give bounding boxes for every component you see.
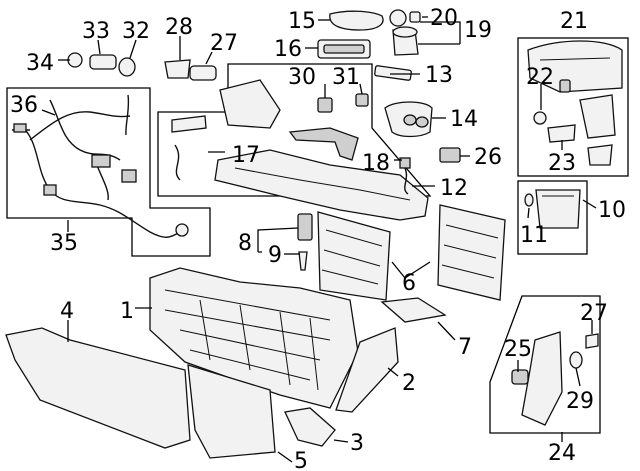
wiring-harness (12, 94, 189, 238)
armrest-kit (527, 40, 623, 166)
callout-33: 33 (82, 19, 110, 44)
callout-8: 8 (238, 231, 252, 256)
frame-storage-bin (517, 180, 588, 255)
callout-25: 25 (504, 337, 532, 362)
callout-31: 31 (332, 65, 360, 90)
callout-29: 29 (566, 389, 594, 414)
callout-17: 17 (232, 143, 260, 168)
callout-2: 2 (402, 371, 416, 396)
callout-19: 19 (464, 18, 492, 43)
console-mat (380, 297, 447, 323)
callout-26: 26 (474, 145, 502, 170)
callout-20: 20 (430, 6, 458, 31)
bracket-small (284, 407, 336, 447)
console-body (149, 267, 359, 409)
callout-16: 16 (274, 37, 302, 62)
callout-35: 35 (50, 231, 78, 256)
callout-3: 3 (350, 431, 364, 456)
bracket-lower (335, 327, 399, 413)
callout-15: 15 (288, 9, 316, 34)
callout-6: 6 (402, 271, 416, 296)
callout-23: 23 (548, 151, 576, 176)
callout-30: 30 (288, 65, 316, 90)
callout-5: 5 (294, 449, 308, 471)
callout-10: 10 (598, 198, 626, 223)
fasteners (67, 52, 217, 81)
storage-bin (524, 189, 581, 229)
callout-28: 28 (165, 15, 193, 40)
cupholder-parts (317, 9, 433, 138)
callout-14: 14 (450, 107, 478, 132)
callout-12: 12 (440, 176, 468, 201)
callout-13: 13 (425, 63, 453, 88)
trim-kit-parts (511, 331, 599, 426)
callout-18: 18 (362, 151, 390, 176)
callout-27-lower: 27 (580, 301, 608, 326)
callout-36: 36 (10, 93, 38, 118)
console-upper-trim (171, 79, 429, 221)
side-panels (297, 204, 506, 301)
callout-labels: 1 2 3 4 5 6 7 8 9 10 11 12 13 14 15 16 1… (10, 6, 626, 471)
callout-9: 9 (268, 243, 282, 268)
front-trim-panel (187, 364, 276, 459)
callout-4: 4 (60, 299, 74, 324)
frame-wiring-harness (6, 87, 211, 257)
callout-27-upper: 27 (210, 31, 238, 56)
leader-lines (41, 16, 597, 463)
frame-armrest-kit (517, 37, 629, 177)
callout-11: 11 (520, 223, 548, 248)
callout-1: 1 (120, 299, 134, 324)
callout-24: 24 (548, 441, 576, 466)
callout-7: 7 (458, 335, 472, 360)
callout-21: 21 (560, 9, 588, 34)
callout-34: 34 (26, 51, 54, 76)
frame-trim-kit (489, 295, 601, 434)
left-trim-panel (5, 327, 191, 449)
callout-32: 32 (122, 19, 150, 44)
callout-22: 22 (526, 65, 554, 90)
